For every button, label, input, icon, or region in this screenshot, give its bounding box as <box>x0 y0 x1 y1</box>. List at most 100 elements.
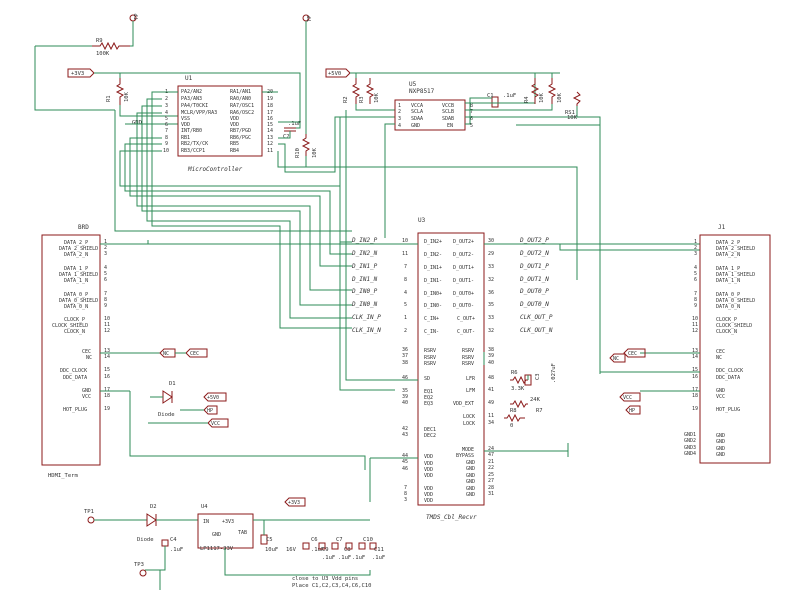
svg-text:D_OUT1+: D_OUT1+ <box>453 265 474 271</box>
svg-text:15: 15 <box>267 122 273 128</box>
svg-text:27: 27 <box>488 478 494 484</box>
tp-top-left[interactable]: TP <box>129 13 140 32</box>
resistor-r7[interactable]: 24K R7 <box>510 397 543 414</box>
svg-text:HDMI_Term: HDMI_Term <box>48 473 78 479</box>
svg-text:R7: R7 <box>536 408 543 414</box>
svg-text:3: 3 <box>404 497 407 503</box>
svg-text:VDD: VDD <box>230 116 239 122</box>
capacitor-c8[interactable]: C8 <box>331 542 351 553</box>
j1-side-wires <box>599 125 700 392</box>
resistor-r9[interactable]: R9 100K <box>92 38 130 57</box>
svg-text:D_OUT2-: D_OUT2- <box>453 252 474 258</box>
svg-text:D_OUT0_N: D_OUT0_N <box>519 301 549 308</box>
svg-text:LP1117-33V: LP1117-33V <box>200 546 234 552</box>
svg-text:DATA_1_N: DATA_1_N <box>716 278 740 284</box>
u3-right-nets: D_OUT2_P D_OUT2_N D_OUT1_P D_OUT1_N D_OU… <box>519 237 553 334</box>
svg-text:PA3/AN3: PA3/AN3 <box>181 96 202 102</box>
capacitor-c1[interactable]: C1 .1uF <box>487 93 516 108</box>
tp-top-right[interactable]: TP <box>302 14 313 34</box>
svg-text:GND: GND <box>466 492 475 498</box>
svg-text:DATA_0_N: DATA_0_N <box>64 304 88 310</box>
connector-j2-hdmi-term[interactable]: BRD HDMI_Term <box>41 224 101 479</box>
diode-d1[interactable]: D1 Diode <box>158 381 176 418</box>
svg-text:C5: C5 <box>266 537 273 543</box>
svg-text:12: 12 <box>104 328 110 334</box>
tag-hp-left: HP <box>203 405 218 415</box>
svg-text:40: 40 <box>402 400 408 406</box>
tp-bottom-left[interactable]: TP1 <box>84 509 95 524</box>
svg-text:NC: NC <box>613 356 619 362</box>
j2-signal-wires <box>100 240 395 470</box>
svg-text:3: 3 <box>165 103 168 109</box>
connector-j1[interactable]: J1 <box>699 224 771 464</box>
svg-text:19: 19 <box>692 406 698 412</box>
capacitor-c10[interactable]: C10 .1uF <box>352 537 373 561</box>
svg-text:C11: C11 <box>374 547 384 553</box>
resistor-r1[interactable]: R1 10K <box>106 78 130 105</box>
svg-text:16: 16 <box>692 374 698 380</box>
capacitor-c9[interactable]: C9 .1uF <box>322 542 353 561</box>
svg-text:28: 28 <box>488 485 494 491</box>
resistor-r8[interactable]: R8 0 <box>504 408 525 429</box>
resistor-r2[interactable]: R2 <box>343 78 361 104</box>
svg-text:GND: GND <box>411 123 420 129</box>
resistor-r10[interactable]: R10 10K <box>295 134 318 158</box>
svg-text:9: 9 <box>104 303 107 309</box>
svg-text:37: 37 <box>402 353 408 359</box>
u5-pin-labels: VCCA SCLA SDAA GND VCCB SCLB SDAB EN 1 2… <box>398 103 473 129</box>
ic-u3[interactable]: U3 TMDS_Cbl_Recvr <box>417 217 485 521</box>
svg-text:SDAB: SDAB <box>442 116 454 122</box>
svg-text:8: 8 <box>404 277 407 283</box>
svg-text:.1uF: .1uF <box>372 555 385 561</box>
svg-text:16: 16 <box>104 374 110 380</box>
svg-text:11: 11 <box>402 251 408 257</box>
svg-text:VDD: VDD <box>181 122 190 128</box>
resistor-r6[interactable]: R6 3.3K <box>510 370 528 392</box>
svg-text:16: 16 <box>267 116 273 122</box>
capacitor-c5[interactable]: C5 10uF 16V <box>260 534 297 553</box>
capacitor-c11[interactable]: C11 .1uF <box>369 542 385 561</box>
svg-text:CEC: CEC <box>190 351 199 357</box>
resistor-r4[interactable]: R4 10K <box>524 78 545 104</box>
j2-pin-numbers: 1 2 3 4 5 6 7 8 9 10 11 12 13 14 15 16 1… <box>104 239 110 412</box>
svg-text:36: 36 <box>402 347 408 353</box>
svg-text:1: 1 <box>398 103 401 109</box>
svg-text:15: 15 <box>692 367 698 373</box>
diode-d2[interactable]: D2 Diode <box>137 504 157 543</box>
svg-text:RA0/AN0: RA0/AN0 <box>230 96 251 102</box>
svg-text:38: 38 <box>488 347 494 353</box>
svg-text:10: 10 <box>692 316 698 322</box>
svg-text:6: 6 <box>104 277 107 283</box>
svg-text:TAB: TAB <box>238 530 247 536</box>
svg-text:DATA_1_SHIELD: DATA_1_SHIELD <box>716 272 755 278</box>
svg-text:CLOCK_P: CLOCK_P <box>716 317 737 323</box>
svg-text:GND: GND <box>466 486 475 492</box>
ic-u1-microcontroller[interactable]: U1 MicroController <box>177 75 263 173</box>
svg-text:3: 3 <box>694 251 697 257</box>
capacitor-c7[interactable]: C7 .1uF <box>318 537 343 561</box>
ic-u5-nxp8517[interactable]: U5 NXP8517 <box>394 81 466 131</box>
capacitor-c2[interactable]: C2 .1uF <box>283 121 301 140</box>
svg-text:5: 5 <box>104 271 107 277</box>
supply-3v3-left: +3V3 <box>67 68 95 78</box>
ic-u4-regulator[interactable]: U4 IN +3V3 GND TAB LP1117-33V <box>197 504 254 552</box>
svg-text:VDD: VDD <box>424 454 433 460</box>
capacitor-c6[interactable]: C6 .1uF <box>302 537 324 553</box>
svg-text:10K: 10K <box>374 92 380 103</box>
svg-text:.027uF: .027uF <box>551 363 557 383</box>
svg-text:4: 4 <box>694 265 697 271</box>
svg-text:RB2/TX/CK: RB2/TX/CK <box>181 141 208 147</box>
tp-bottom-left-2[interactable]: TP3 <box>134 562 147 577</box>
svg-text:32: 32 <box>488 277 494 283</box>
resistor-r5[interactable]: 10K <box>547 78 563 104</box>
svg-text:.1uF: .1uF <box>322 555 335 561</box>
resistor-r3[interactable]: R3 10K <box>359 78 380 104</box>
svg-text:VSS: VSS <box>181 116 190 122</box>
u3-wiring <box>369 243 700 502</box>
svg-text:EQ1: EQ1 <box>424 389 433 395</box>
svg-text:C10: C10 <box>363 537 373 543</box>
resistor-rs1[interactable]: RS1 10K <box>565 91 581 121</box>
svg-text:HP: HP <box>629 408 635 414</box>
capacitor-c3[interactable]: C3 .027uF <box>524 363 557 386</box>
